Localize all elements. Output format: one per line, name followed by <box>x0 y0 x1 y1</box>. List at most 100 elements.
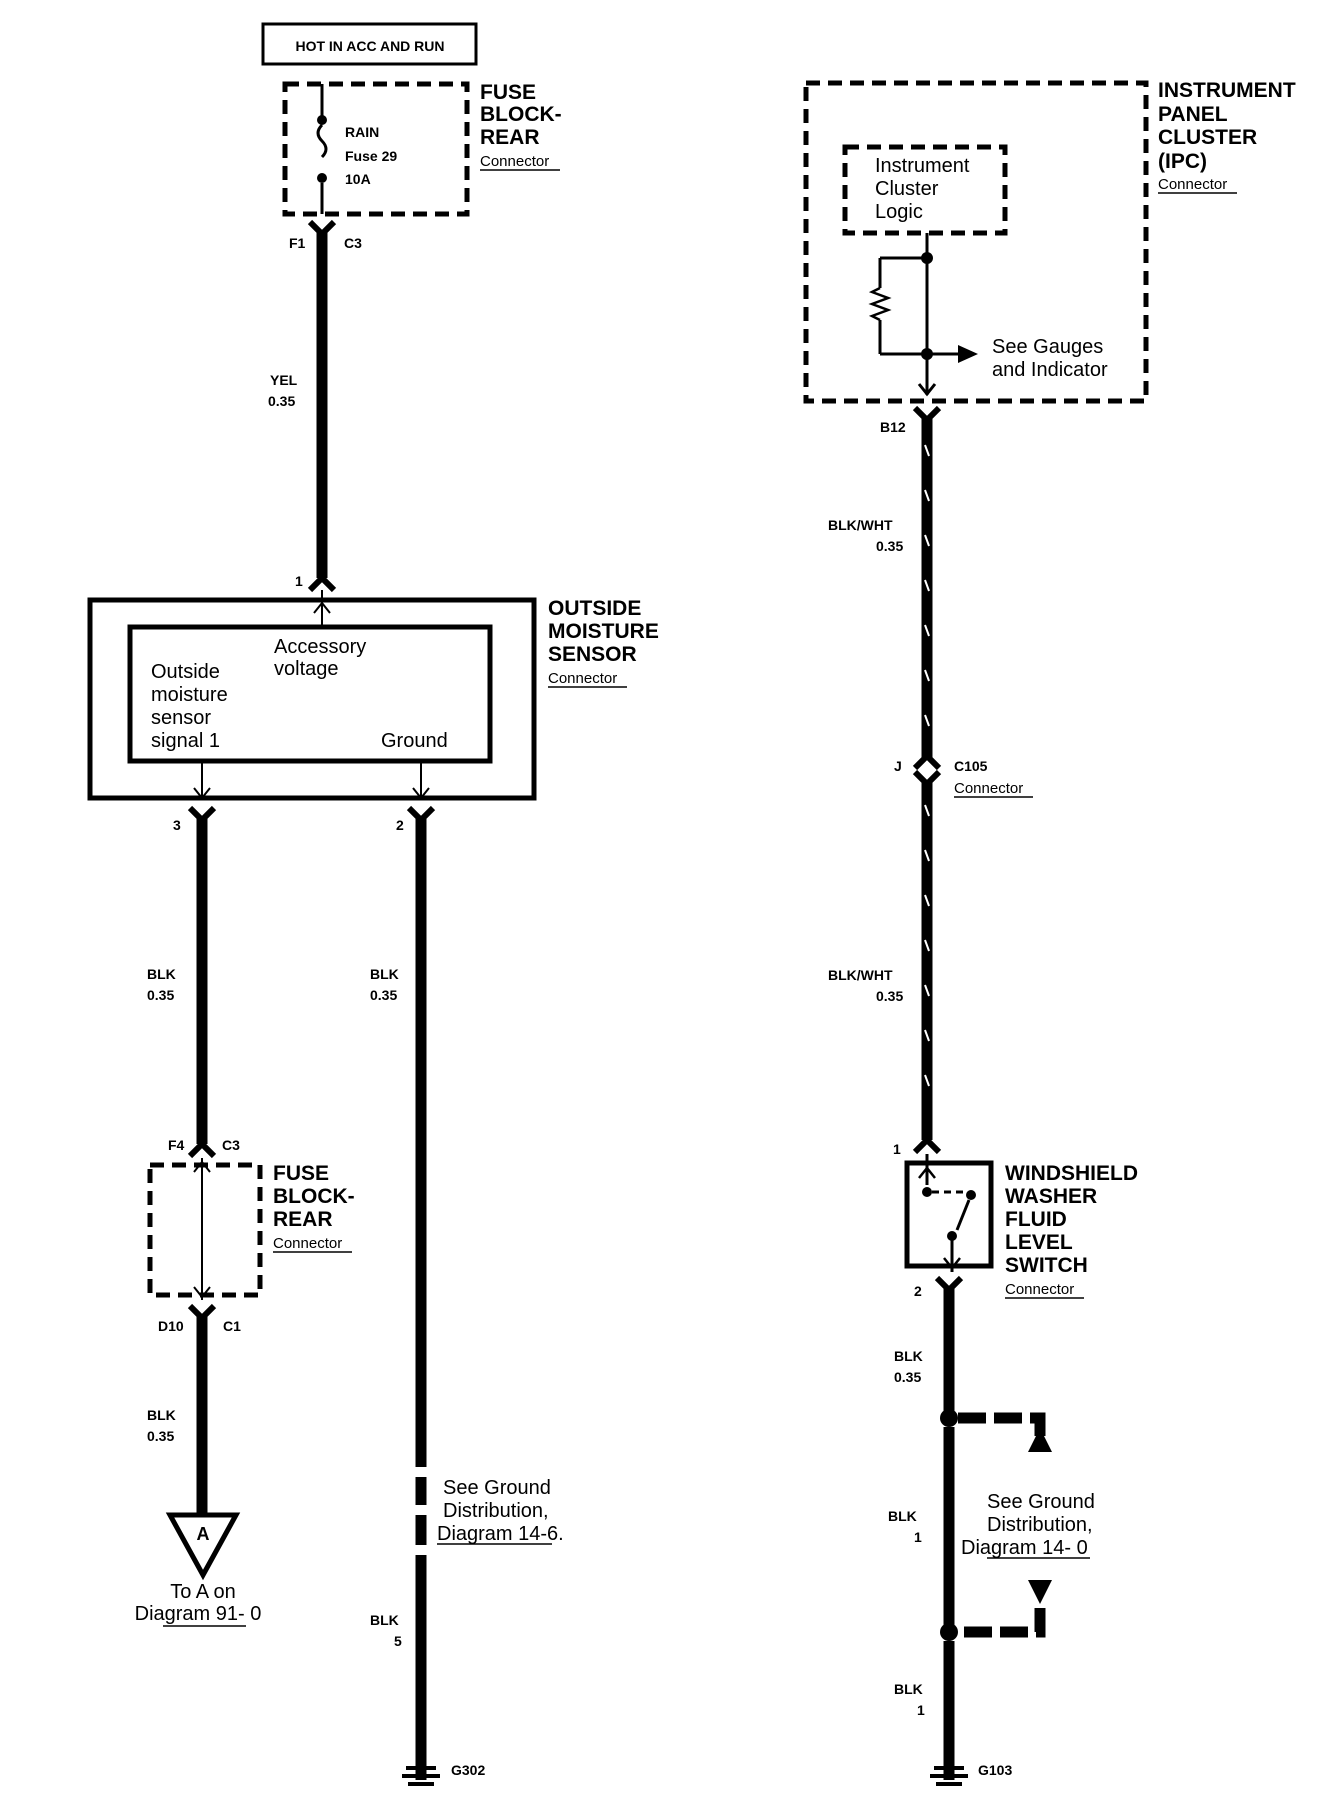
ipc-pin-b12: B12 <box>880 419 906 435</box>
ground-dist-loop-bottom <box>958 1608 1046 1638</box>
sensor-title-2: MOISTURE <box>548 620 659 643</box>
fuse-number: Fuse 29 <box>345 148 397 164</box>
gauges-label-1: See Gauges <box>992 336 1103 358</box>
sensor-pin-3: 3 <box>173 817 181 833</box>
offpage-a-triangle <box>165 1512 241 1581</box>
wire-blkwht-2-color: BLK/WHT <box>828 967 893 983</box>
ground-dist-arrow-up <box>1028 1428 1052 1452</box>
wire-blkwht-1-color: BLK/WHT <box>828 517 893 533</box>
switch-title-3: FLUID <box>1005 1208 1067 1231</box>
signal-label-2: moisture <box>151 684 228 706</box>
fuse-block-bottom-title-2: BLOCK- <box>273 1185 355 1208</box>
pin-c3: C3 <box>344 235 362 251</box>
power-label-box <box>261 22 478 66</box>
wire-blk-signal-gauge: 0.35 <box>147 987 174 1003</box>
ground-label: Ground <box>381 730 448 752</box>
connector-switch-pin-1 <box>912 1135 942 1155</box>
fuse-name: RAIN <box>345 124 379 140</box>
c105-connector: Connector <box>954 780 1023 797</box>
wire-blk-ground-color: BLK <box>370 966 399 982</box>
fuse-block-top-connector: Connector <box>480 153 549 170</box>
fuse-block-top-outline <box>282 81 470 217</box>
cluster-logic-3: Logic <box>875 201 923 223</box>
ipc-connector: Connector <box>1158 176 1227 193</box>
fuse-block-top-title-1: FUSE <box>480 81 536 104</box>
switch-title-4: LEVEL <box>1005 1231 1073 1254</box>
wire-blkwht-1-gauge: 0.35 <box>876 538 903 554</box>
ground-symbol-left <box>402 1766 440 1786</box>
wire-blkwht-2-stripes <box>924 804 930 1087</box>
fuse-block-bottom-title-3: REAR <box>273 1208 333 1231</box>
fuse-rating: 10A <box>345 171 371 187</box>
connector-f4-c3 <box>187 1139 217 1159</box>
ground-left-label: G302 <box>451 1762 485 1778</box>
wire-blk-washer-color: BLK <box>894 1348 923 1364</box>
ground-dist-right-3: Diagram 14- 0 <box>961 1537 1088 1559</box>
wire-blk-signal-color: BLK <box>147 966 176 982</box>
offpage-a-line2: Diagram 91- 0 <box>135 1603 262 1625</box>
offpage-a-letter: A <box>197 1524 210 1544</box>
ipc-internal-circuit <box>868 233 978 397</box>
fuse-block-bottom-title-1: FUSE <box>273 1162 329 1185</box>
pin-c1: C1 <box>223 1318 241 1334</box>
splice-bottom <box>940 1623 958 1641</box>
ground-right-label: G103 <box>978 1762 1012 1778</box>
wire-blk-washer-gauge: 0.35 <box>894 1369 921 1385</box>
ipc-title-1: INSTRUMENT <box>1158 79 1296 102</box>
ipc-title-3: CLUSTER <box>1158 126 1257 149</box>
pin-d10: D10 <box>158 1318 184 1334</box>
c105-name: C105 <box>954 758 988 774</box>
ground-dist-left-2: Distribution, <box>443 1500 549 1522</box>
accessory-label-1: Accessory <box>274 636 366 658</box>
wire-yel-gauge: 0.35 <box>268 393 295 409</box>
ground-dist-loop-top <box>958 1412 1046 1440</box>
fuse-block-top-title-3: REAR <box>480 126 540 149</box>
wire-yel-color: YEL <box>270 372 298 388</box>
wire-blk-g103-gauge: 1 <box>917 1702 925 1718</box>
cluster-logic-1: Instrument <box>875 155 970 177</box>
wire-blk-splice-color: BLK <box>888 1508 917 1524</box>
ground-dist-right-1: See Ground <box>987 1491 1095 1513</box>
pin-f1: F1 <box>289 235 306 251</box>
accessory-label-2: voltage <box>274 658 339 680</box>
switch-connector: Connector <box>1005 1281 1074 1298</box>
wire-blk-5-color: BLK <box>370 1612 399 1628</box>
wire-blkwht-1-stripes <box>924 444 930 727</box>
switch-symbol <box>918 1154 976 1272</box>
offpage-a-line1: To A on <box>170 1581 236 1603</box>
ipc-outline <box>803 80 1149 404</box>
fuse-symbol <box>316 84 328 214</box>
moisture-sensor-inner <box>127 624 493 764</box>
pin-f4: F4 <box>168 1137 185 1153</box>
wire-blk-to-a-color: BLK <box>147 1407 176 1423</box>
c105-pin: J <box>894 758 902 774</box>
pin-c3-bottom: C3 <box>222 1137 240 1153</box>
wire-blk-g103-color: BLK <box>894 1681 923 1697</box>
cluster-logic-outline <box>842 144 1008 236</box>
sensor-pin-1: 1 <box>295 573 303 589</box>
sensor-pin-2: 2 <box>396 817 404 833</box>
sensor-title-1: OUTSIDE <box>548 597 641 620</box>
ground-dist-left-1: See Ground <box>443 1477 551 1499</box>
fuse-block-bottom-connector: Connector <box>273 1235 342 1252</box>
signal-label-3: sensor <box>151 707 211 729</box>
ground-dist-arrow-down <box>1028 1580 1052 1604</box>
sensor-connector: Connector <box>548 670 617 687</box>
switch-title-2: WASHER <box>1005 1185 1097 1208</box>
wire-blk-to-a-gauge: 0.35 <box>147 1428 174 1444</box>
switch-title-5: SWITCH <box>1005 1254 1088 1277</box>
ground-dist-left-3: Diagram 14-6. <box>437 1523 564 1545</box>
moisture-sensor-outline <box>87 597 537 801</box>
signal-label-1: Outside <box>151 661 220 683</box>
ground-dist-right-2: Distribution, <box>987 1514 1093 1536</box>
switch-pin-1: 1 <box>893 1141 901 1157</box>
wire-blk-ground-gauge: 0.35 <box>370 987 397 1003</box>
switch-pin-2: 2 <box>914 1283 922 1299</box>
cluster-logic-2: Cluster <box>875 178 939 200</box>
wire-blk-splice-gauge: 1 <box>914 1529 922 1545</box>
ipc-title-4: (IPC) <box>1158 150 1207 173</box>
switch-title-1: WINDSHIELD <box>1005 1162 1138 1185</box>
sensor-title-3: SENSOR <box>548 643 637 666</box>
gauges-label-2: and Indicator <box>992 359 1108 381</box>
